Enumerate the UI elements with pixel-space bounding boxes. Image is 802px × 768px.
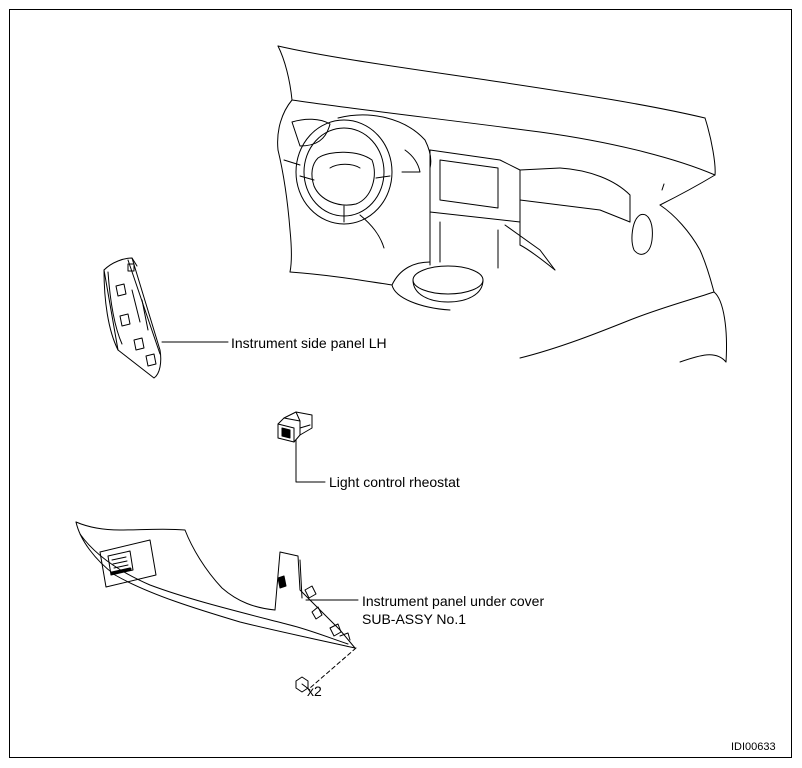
- label-under-cover-line1: Instrument panel under cover: [362, 593, 545, 609]
- leader-lines: [161, 341, 359, 689]
- label-instrument-side-panel: Instrument side panel LH: [231, 335, 387, 351]
- label-light-control-rheostat: Light control rheostat: [329, 474, 460, 490]
- under-cover-illustration: [75, 521, 356, 649]
- diagram-frame: [9, 9, 792, 758]
- dashboard-illustration: [277, 45, 727, 363]
- light-control-rheostat-illustration: [277, 411, 313, 443]
- instrument-side-panel-illustration: [103, 257, 162, 379]
- label-under-cover-line2: SUB-ASSY No.1: [362, 611, 467, 627]
- figure-id: IDI00633: [731, 741, 776, 753]
- label-screw-quantity: x2: [307, 683, 322, 699]
- screw-illustration: [295, 676, 311, 693]
